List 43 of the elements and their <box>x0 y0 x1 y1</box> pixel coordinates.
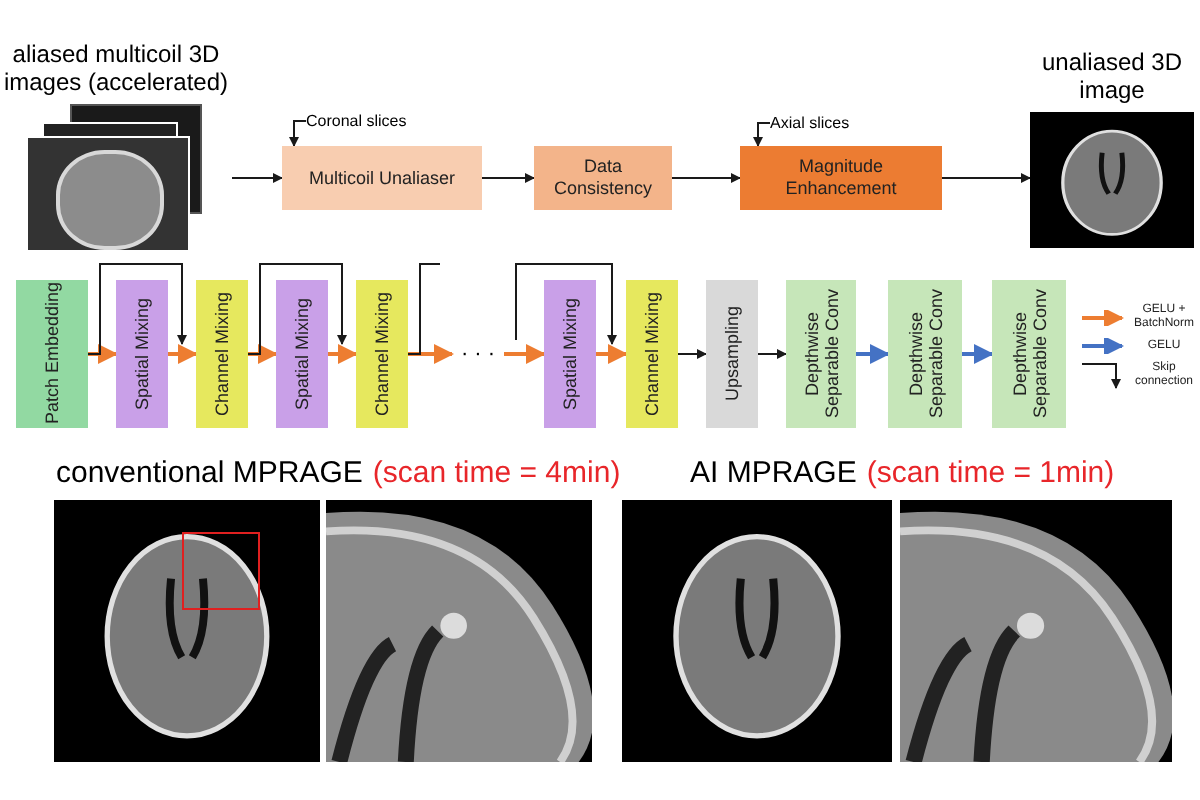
layer-block: Depthwise Separable Conv <box>786 280 856 428</box>
scan-time-note: (scan time = 1min) <box>866 456 1115 492</box>
arrow <box>248 344 278 364</box>
layer-block: Depthwise Separable Conv <box>888 280 962 428</box>
layer-block: Channel Mixing <box>356 280 408 428</box>
skip-connection-arrow <box>87 263 187 355</box>
arrow <box>757 349 787 359</box>
arrow <box>504 344 546 364</box>
process-box: Multicoil Unaliaser <box>282 146 482 210</box>
layer-block: Channel Mixing <box>626 280 678 428</box>
slice-note: Axial slices <box>770 112 870 134</box>
layer-block: Upsampling <box>706 280 758 428</box>
layer-block: Spatial Mixing <box>544 280 596 428</box>
comparison-heading: AI MPRAGE <box>690 456 857 492</box>
layer-block: Spatial Mixing <box>116 280 168 428</box>
leader-arrow <box>289 120 307 147</box>
layer-block: Spatial Mixing <box>276 280 328 428</box>
arrow <box>231 173 283 183</box>
scan-time-note: (scan time = 4min) <box>372 456 621 492</box>
arrow <box>481 173 535 183</box>
ellipsis-text: · · · <box>452 340 504 368</box>
arrow <box>168 344 198 364</box>
arrow <box>677 349 707 359</box>
skip-connection-arrow <box>515 263 617 345</box>
arrow <box>941 173 1031 183</box>
arrow <box>671 173 741 183</box>
layer-block: Depthwise Separable Conv <box>992 280 1066 428</box>
arrow <box>856 344 890 364</box>
skip-connection-arrow <box>247 263 347 355</box>
slice-note: Coronal slices <box>306 110 426 132</box>
leader-arrow <box>753 122 771 147</box>
layer-block: Patch Embedding <box>16 280 88 428</box>
arrow <box>408 344 454 364</box>
image-heading: unaliased 3D image <box>1039 48 1185 104</box>
arrow <box>962 344 994 364</box>
process-box: Data Consistency <box>534 146 672 210</box>
arrow <box>88 344 118 364</box>
arrow <box>596 344 628 364</box>
image-heading: aliased multicoil 3D images (accelerated) <box>1 40 231 96</box>
arrow <box>328 344 358 364</box>
comparison-heading: conventional MPRAGE <box>56 456 363 492</box>
process-box: Magnitude Enhancement <box>740 146 942 210</box>
layer-block: Channel Mixing <box>196 280 248 428</box>
